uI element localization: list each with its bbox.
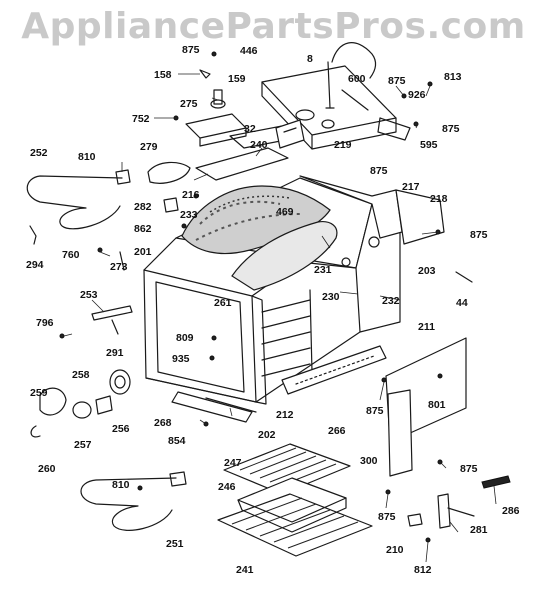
part-label: 252 <box>30 147 48 159</box>
part-labels: 875 446 8 600 875 813 158 159 926 752 27… <box>26 44 520 576</box>
part-label: 32 <box>244 123 256 135</box>
part-label: 231 <box>314 264 332 276</box>
frame-216-217-218 <box>299 175 445 267</box>
part-label: 282 <box>134 201 152 213</box>
insulation-blanket-469 <box>181 185 331 255</box>
part-label: 875 <box>470 229 488 241</box>
part-label: 813 <box>444 71 462 83</box>
part-label: 158 <box>154 69 172 81</box>
bracket-44 <box>455 271 473 283</box>
clip-158 <box>199 69 211 79</box>
part-label: 202 <box>258 429 276 441</box>
panel-300 <box>387 389 413 477</box>
part-label: 810 <box>78 151 96 163</box>
part-label: 257 <box>74 439 92 451</box>
part-label: 875 <box>460 463 478 475</box>
part-label: 256 <box>112 423 130 435</box>
part-label: 251 <box>166 538 184 550</box>
part-label: 854 <box>168 435 186 447</box>
part-label: 279 <box>140 141 158 153</box>
part-label: 210 <box>386 544 404 556</box>
part-label: 260 <box>38 463 56 475</box>
part-label: 862 <box>134 223 152 235</box>
part-label: 230 <box>322 291 340 303</box>
stop-210 <box>407 513 423 527</box>
bracket-275 <box>185 113 247 147</box>
part-label: 268 <box>154 417 172 429</box>
part-label: 201 <box>134 246 152 258</box>
part-label: 812 <box>414 564 432 576</box>
part-label: 810 <box>112 479 130 491</box>
part-label: 247 <box>224 457 242 469</box>
part-label: 266 <box>328 425 346 437</box>
small-brackets-left <box>29 197 179 335</box>
part-label: 212 <box>276 409 294 421</box>
part-label: 291 <box>106 347 124 359</box>
insulation-231 <box>231 221 338 291</box>
part-label: 217 <box>402 181 420 193</box>
part-label: 44 <box>456 297 468 309</box>
part-label: 469 <box>276 206 294 218</box>
part-label: 294 <box>26 259 44 271</box>
broil-pan-246 <box>237 477 347 533</box>
part-label: 258 <box>72 369 90 381</box>
rail-266 <box>281 345 387 395</box>
part-label: 875 <box>182 44 200 56</box>
part-label: 211 <box>418 321 435 333</box>
part-label: 446 <box>240 45 258 57</box>
part-label: 595 <box>420 139 438 151</box>
part-label: 246 <box>218 481 236 493</box>
thermostat-159 <box>210 89 226 109</box>
part-label: 259 <box>30 387 48 399</box>
wire-harness <box>325 42 377 109</box>
part-label: 281 <box>470 524 488 536</box>
igniter-32 <box>275 119 305 149</box>
part-label: 233 <box>180 209 198 221</box>
broil-element-252 <box>26 169 131 230</box>
watermark-logo: AppliancePartsPros.com <box>21 6 526 47</box>
hinge-281 <box>437 493 475 529</box>
cover-279 <box>147 161 191 184</box>
part-label: 809 <box>176 332 194 344</box>
part-label: 926 <box>408 89 426 101</box>
part-label: 159 <box>228 73 246 85</box>
part-label: 232 <box>382 295 400 307</box>
part-label: 286 <box>502 505 520 517</box>
part-label: 752 <box>132 113 150 125</box>
part-label: 261 <box>214 297 232 309</box>
part-label: 801 <box>428 399 446 411</box>
part-label: 219 <box>334 139 352 151</box>
bake-element-251 <box>80 471 187 531</box>
part-label: 875 <box>442 123 460 135</box>
part-label: 760 <box>62 249 80 261</box>
part-label: 203 <box>418 265 436 277</box>
part-label: 875 <box>370 165 388 177</box>
light-assembly <box>30 369 131 438</box>
part-label: 275 <box>180 98 198 110</box>
part-label: 875 <box>378 511 396 523</box>
part-label: 8 <box>307 53 313 65</box>
spring-286 <box>481 475 511 489</box>
back-panel-assembly <box>261 65 411 150</box>
part-label: 240 <box>250 139 268 151</box>
part-label: 216 <box>182 189 200 201</box>
part-label: 241 <box>236 564 254 576</box>
leader-lines <box>63 73 497 563</box>
part-label: 273 <box>110 261 128 273</box>
part-label: 796 <box>36 317 54 329</box>
part-label: 300 <box>360 455 378 467</box>
part-label: 253 <box>80 289 98 301</box>
broil-pan-insert-247 <box>223 443 351 495</box>
part-label: 600 <box>348 73 366 85</box>
part-label: 875 <box>388 75 406 87</box>
part-label: 935 <box>172 353 190 365</box>
oven-rack-241 <box>217 493 373 557</box>
part-label: 218 <box>430 193 448 205</box>
part-label: 875 <box>366 405 384 417</box>
